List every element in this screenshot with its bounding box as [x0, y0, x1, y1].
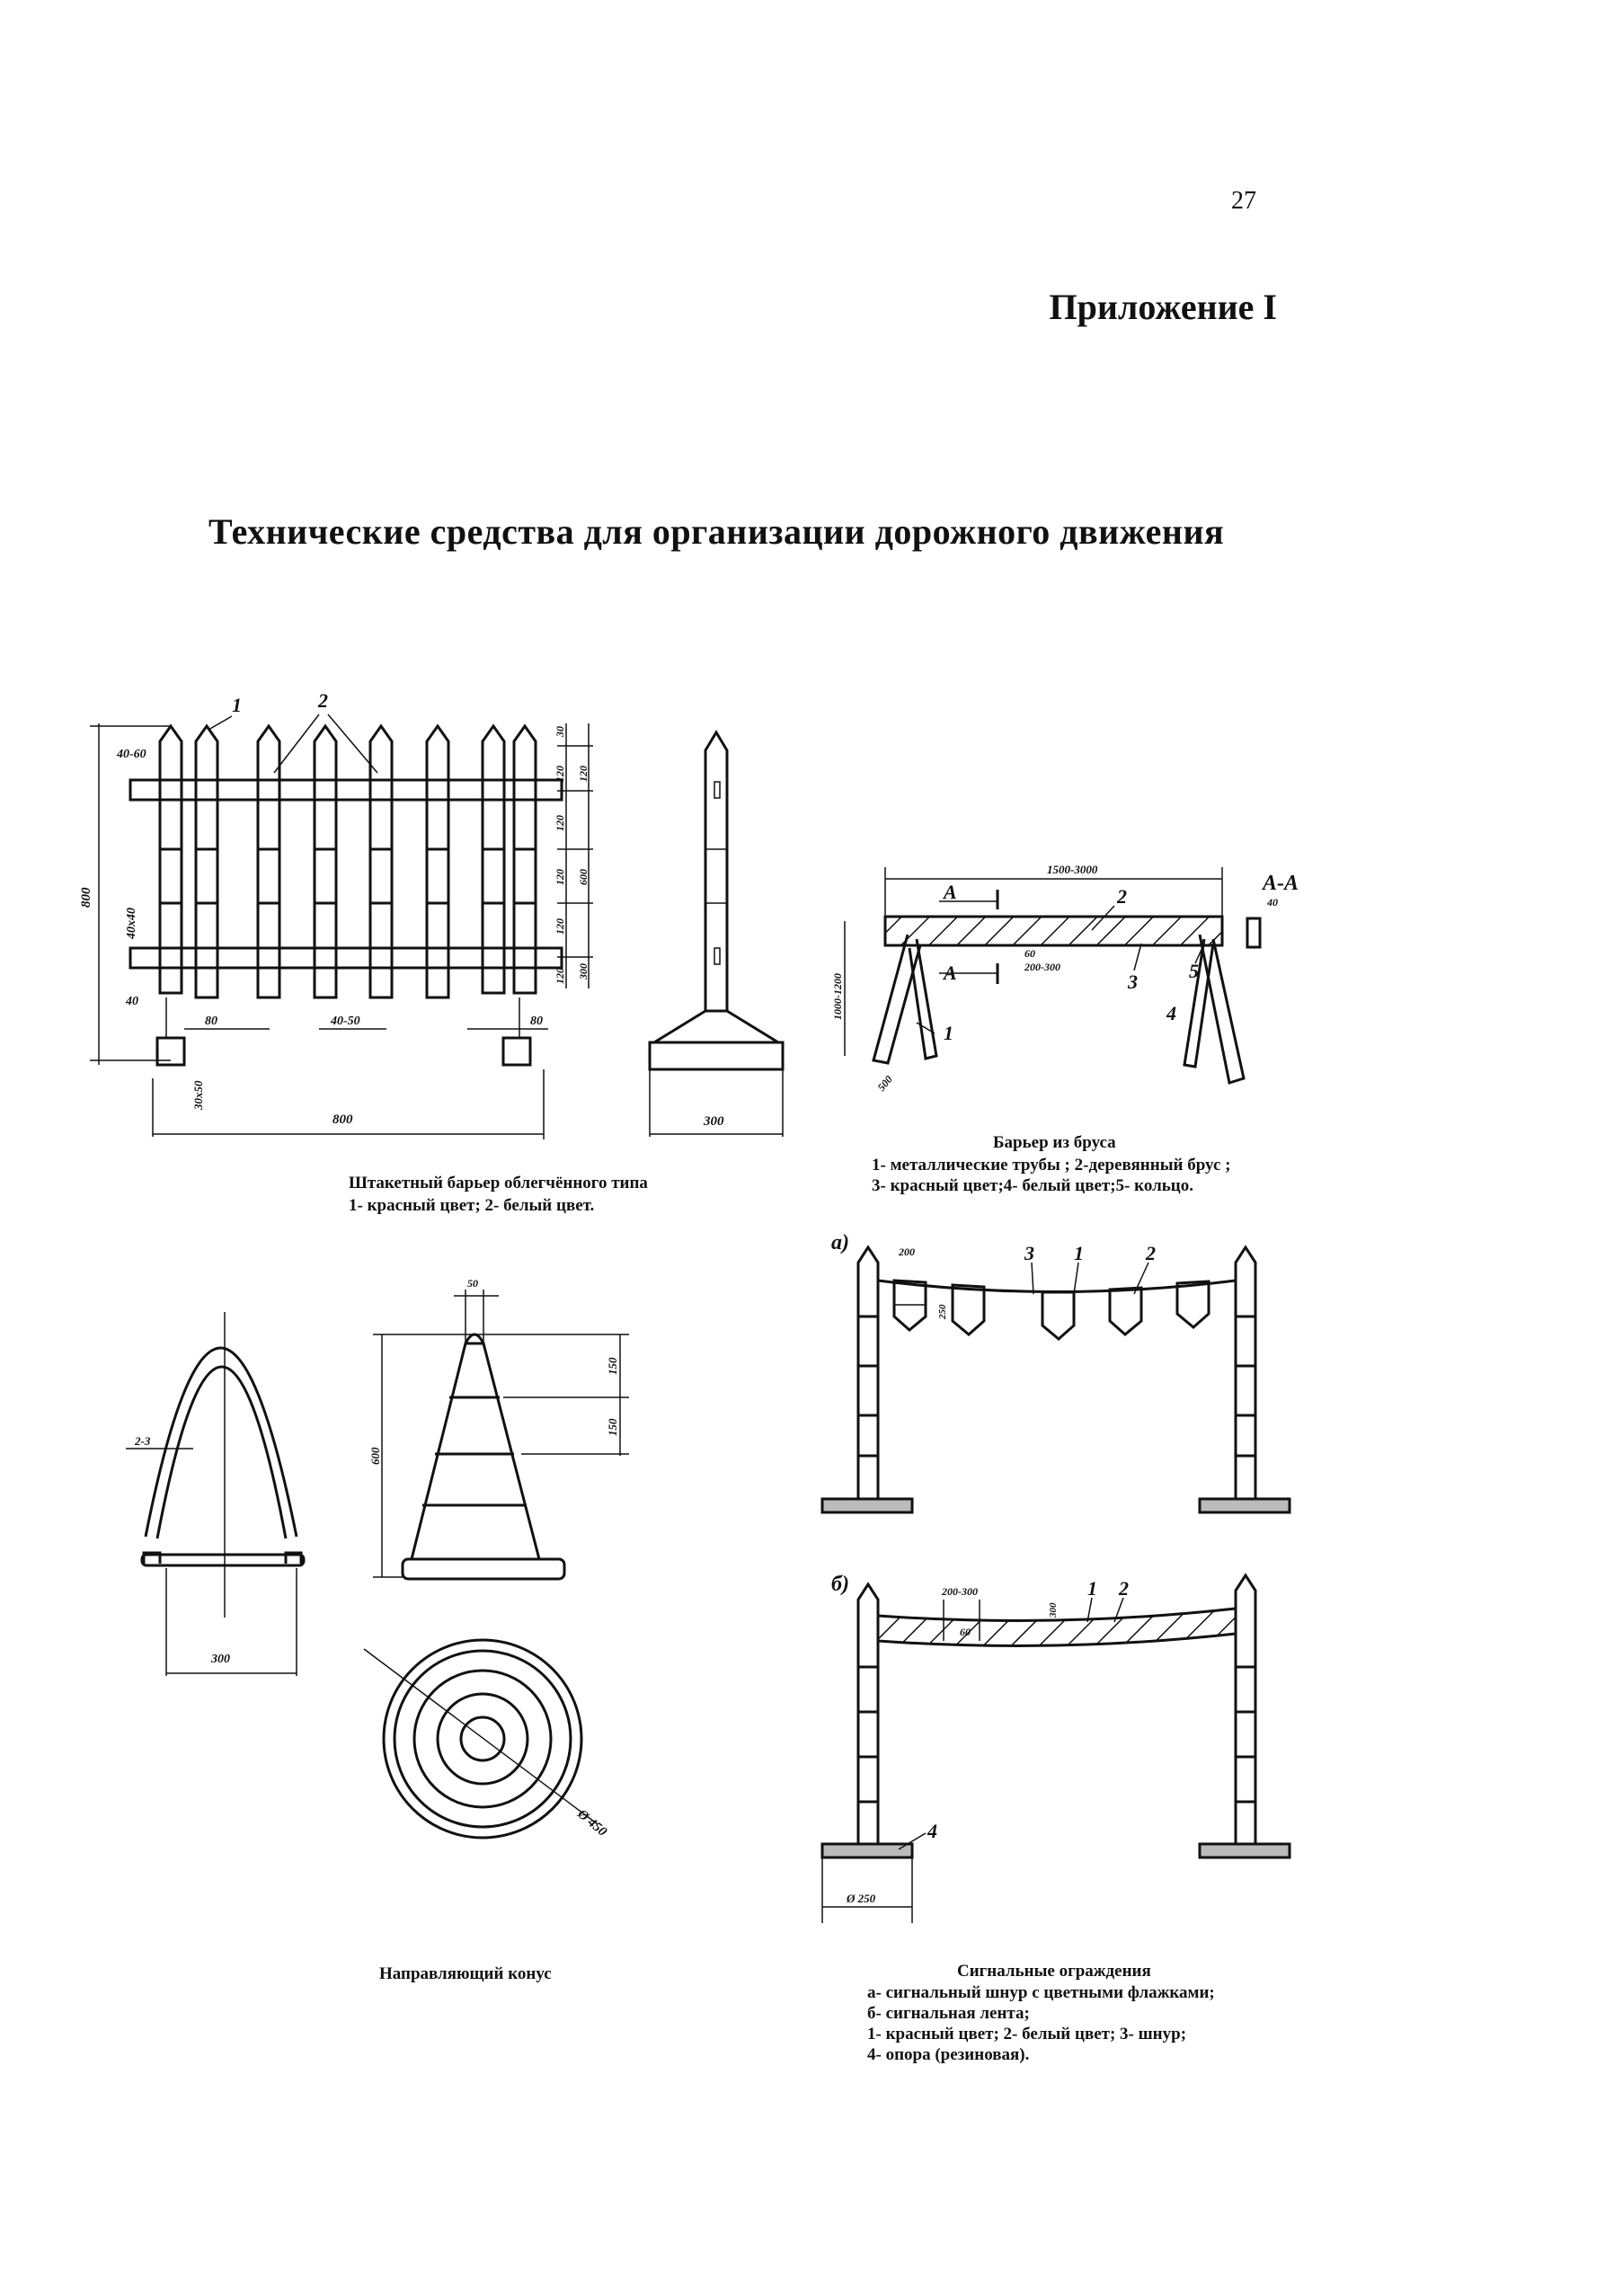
fence-caption-line1: Штакетный барьер облегчённого типа: [349, 1174, 648, 1192]
svg-text:120: 120: [554, 918, 566, 935]
signal-b-callout-4: 4: [927, 1820, 937, 1842]
svg-text:60: 60: [960, 1626, 971, 1638]
signal-a-right-base: [1198, 1497, 1291, 1514]
fence-right-foot: [501, 1036, 532, 1067]
beam-callout-1: 1: [944, 1022, 953, 1044]
cone-section-view: 300 2-3: [126, 1312, 306, 1676]
svg-text:40: 40: [1266, 896, 1278, 909]
signal-flags: [892, 1279, 1210, 1341]
svg-text:А: А: [942, 881, 957, 903]
svg-text:120: 120: [554, 968, 566, 984]
svg-text:1000-1200: 1000-1200: [831, 973, 844, 1020]
svg-text:80: 80: [205, 1015, 217, 1028]
signal-b-callout-1: 1: [1087, 1577, 1097, 1600]
page-number: 27: [1231, 187, 1256, 215]
svg-text:200: 200: [898, 1246, 915, 1258]
section-aa-label: А-А: [1261, 872, 1299, 895]
cone-plan-view: Ø 450: [363, 1638, 610, 1839]
svg-text:120: 120: [554, 869, 566, 885]
signal-a-callout-2: 2: [1145, 1242, 1156, 1264]
signal-a-callout-3: 3: [1024, 1242, 1034, 1264]
svg-text:150: 150: [606, 1357, 619, 1375]
signal-b-callout-2: 2: [1118, 1577, 1129, 1600]
svg-text:250: 250: [937, 1304, 948, 1320]
fence-slats: [158, 723, 537, 999]
signal-a-callout-1: 1: [1074, 1242, 1084, 1264]
beam-caption-line2: 3- красный цвет;4- белый цвет;5- кольцо.: [872, 1176, 1193, 1195]
svg-text:120: 120: [554, 766, 566, 782]
signal-caption-line1: а- сигнальный шнур с цветными флажками;: [867, 1983, 1215, 2002]
signal-b-right-base: [1198, 1842, 1291, 1859]
fence-bottom-rail: [129, 946, 563, 970]
signal-caption-line4: 4- опора (резиновая).: [867, 2045, 1030, 2064]
svg-text:Ø 250: Ø 250: [846, 1892, 876, 1905]
svg-text:300: 300: [577, 963, 590, 980]
svg-text:800: 800: [79, 887, 93, 908]
svg-text:40-50: 40-50: [330, 1015, 360, 1028]
svg-text:30: 30: [554, 726, 566, 738]
svg-text:300: 300: [703, 1114, 724, 1129]
svg-text:А: А: [942, 962, 957, 984]
svg-text:40-60: 40-60: [116, 748, 146, 761]
svg-text:600: 600: [368, 1447, 382, 1465]
cone-front-view: 50 600 150 150: [368, 1277, 629, 1581]
beam-caption-line1: 1- металлические трубы ; 2-деревянный бр…: [872, 1156, 1231, 1175]
beam-bar: [883, 915, 1224, 947]
svg-text:30x50: 30x50: [191, 1080, 205, 1111]
svg-text:2-3: 2-3: [134, 1434, 151, 1448]
fence-caption-line2: 1- красный цвет; 2- белый цвет.: [349, 1196, 595, 1215]
signal-a-left-base: [820, 1497, 914, 1514]
signal-label-b: б): [831, 1573, 849, 1596]
svg-text:200-300: 200-300: [1024, 961, 1060, 973]
svg-text:50: 50: [467, 1277, 478, 1290]
svg-text:120: 120: [577, 766, 590, 782]
svg-text:60: 60: [1024, 947, 1035, 960]
svg-text:600: 600: [577, 869, 590, 885]
fence-side-view: 300: [648, 730, 785, 1137]
svg-text:120: 120: [554, 815, 566, 831]
signal-caption-line3: 1- красный цвет; 2- белый цвет; 3- шнур;: [867, 2025, 1187, 2043]
appendix-heading: Приложение I: [1049, 287, 1278, 327]
fence-left-foot: [155, 1036, 186, 1067]
signal-caption-title: Сигнальные ограждения: [957, 1962, 1151, 1981]
svg-text:1500-3000: 1500-3000: [1047, 863, 1098, 876]
fence-callout-2: 2: [317, 689, 328, 712]
svg-text:150: 150: [606, 1418, 619, 1436]
signal-b-left-base: [820, 1842, 914, 1859]
beam-callout-5: 5: [1189, 960, 1199, 982]
svg-text:40x40: 40x40: [125, 908, 138, 940]
svg-text:40: 40: [125, 995, 138, 1008]
signal-label-a: а): [831, 1231, 849, 1254]
signal-tape: [876, 1607, 1237, 1647]
beam-callout-2: 2: [1116, 885, 1127, 908]
signal-fence-b: б) 200-300 60 300 Ø 250 1 2 4: [820, 1573, 1291, 1923]
svg-text:300: 300: [1048, 1602, 1059, 1618]
signal-fence-a: а) 200 250 3 1 2: [820, 1231, 1291, 1514]
page-title: Технические средства для организации дор…: [208, 511, 1225, 552]
svg-text:800: 800: [333, 1113, 353, 1127]
signal-caption-line2: б- сигнальная лента;: [867, 2004, 1030, 2023]
beam-caption-title: Барьер из бруса: [993, 1133, 1116, 1152]
fence-callout-1: 1: [232, 694, 242, 716]
svg-text:200-300: 200-300: [941, 1585, 978, 1598]
beam-callout-4: 4: [1166, 1002, 1176, 1024]
cone-caption: Направляющий конус: [379, 1964, 552, 1983]
beam-callout-3: 3: [1127, 971, 1138, 993]
beam-section-aa: [1246, 917, 1262, 949]
svg-text:80: 80: [530, 1015, 543, 1028]
svg-text:300: 300: [210, 1653, 230, 1666]
fence-top-rail: [129, 778, 563, 802]
